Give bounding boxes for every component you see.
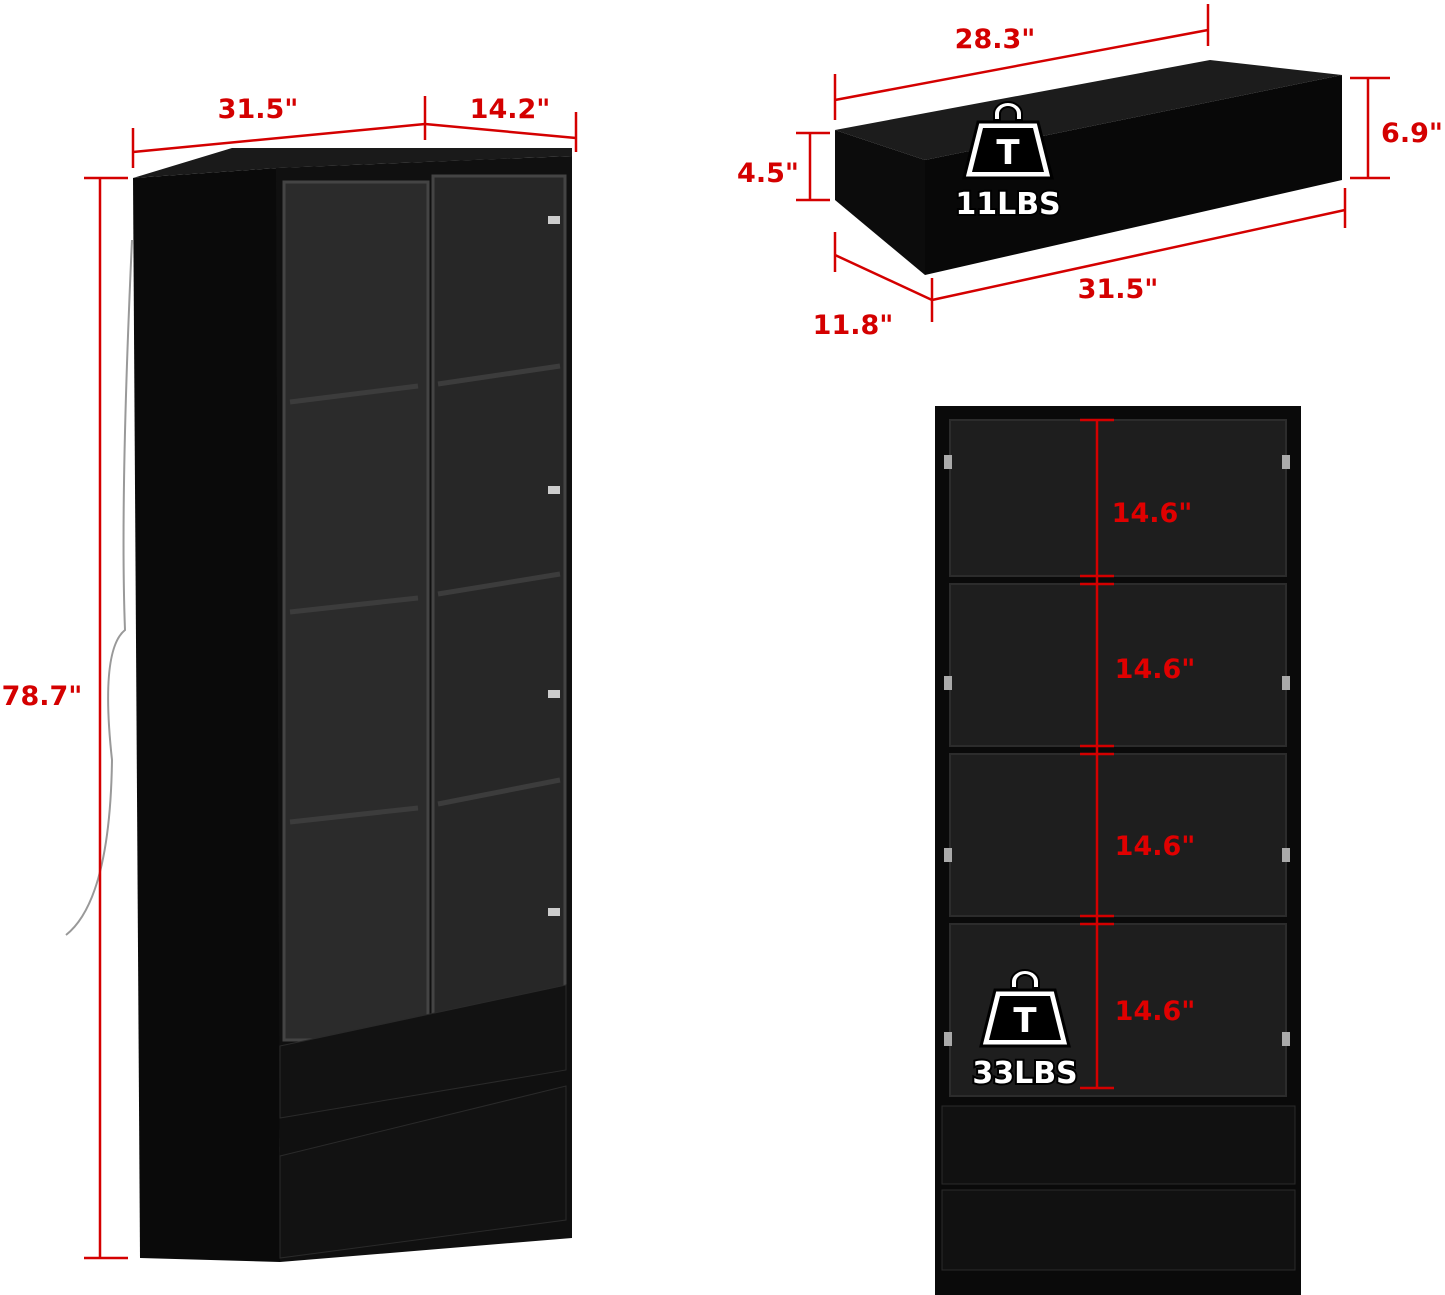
drawer-left-end bbox=[835, 130, 925, 275]
drawer-upper bbox=[941, 1105, 1296, 1185]
inner-length-label: 28.3" bbox=[955, 24, 1036, 55]
cabinet-top bbox=[133, 148, 572, 178]
drawer-upper bbox=[279, 984, 567, 1119]
shelves bbox=[289, 363, 561, 825]
shelf-weight-label: 33LBS bbox=[972, 1056, 1077, 1091]
door-hinges bbox=[548, 216, 560, 916]
depth-label: 14.2" bbox=[470, 94, 551, 125]
drawer-depth-label: 11.8" bbox=[813, 310, 894, 341]
drawer-dimensions: 28.3" 4.5" 6.9" 31.5" 11.8" bbox=[737, 4, 1443, 342]
drawer-lower bbox=[941, 1189, 1296, 1271]
front-view-cabinet: 14.6" 14.6" 14.6" 14.6" 33LBS bbox=[935, 406, 1301, 1295]
shelf-height-label: 14.6" bbox=[1115, 831, 1196, 862]
shelf-height-label: 14.6" bbox=[1115, 996, 1196, 1027]
drawer-lower bbox=[279, 1085, 567, 1259]
height-label: 78.7" bbox=[2, 681, 83, 712]
outer-length-label: 31.5" bbox=[1078, 274, 1159, 305]
tall-cabinet bbox=[65, 148, 572, 1262]
inner-height-label: 4.5" bbox=[737, 158, 799, 189]
shelf-height-label: 14.6" bbox=[1115, 654, 1196, 685]
shelf-pins bbox=[944, 455, 1290, 1046]
outer-height-label: 6.9" bbox=[1381, 118, 1443, 149]
cabinet-side-panel bbox=[133, 168, 280, 1262]
drawer-inside bbox=[835, 60, 1342, 160]
shelf-height-label: 14.6" bbox=[1112, 498, 1193, 529]
width-label: 31.5" bbox=[218, 94, 299, 125]
power-cord bbox=[65, 239, 133, 936]
drawer-weight-label: 11LBS bbox=[955, 187, 1060, 222]
drawer-diagram: 28.3" 4.5" 6.9" 31.5" 11.8" 11LBS bbox=[737, 4, 1443, 342]
shelf-height-line bbox=[1080, 418, 1114, 1090]
drawer-front bbox=[925, 75, 1342, 275]
tall-cabinet-dimensions: 31.5" 14.2" 78.7" bbox=[1, 94, 578, 1260]
glass-door-right bbox=[431, 174, 567, 1030]
